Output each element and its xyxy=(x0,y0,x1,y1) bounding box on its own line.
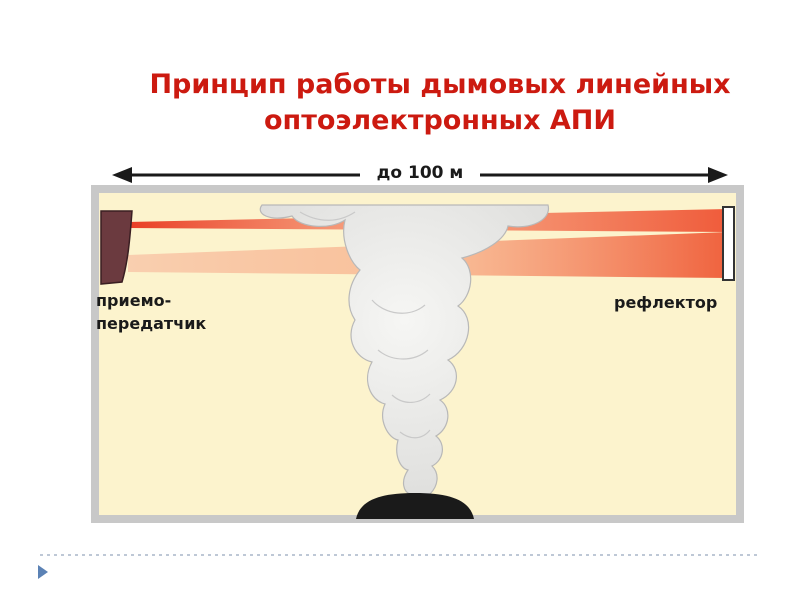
play-triangle-icon[interactable] xyxy=(38,565,48,579)
smoke-plume xyxy=(259,204,549,495)
slide-title-line-1: Принцип работы дымовых линейных xyxy=(149,69,731,100)
distance-label: до 100 м xyxy=(360,162,480,184)
fire-source xyxy=(356,493,474,519)
slide-title-line-2: оптоэлектронных АПИ xyxy=(264,105,616,136)
transceiver-device xyxy=(100,210,133,285)
reflector-label: рефлектор xyxy=(614,293,718,312)
transceiver-label-line-2: передатчик xyxy=(96,314,207,333)
transceiver-label-line-1: приемо- xyxy=(96,291,172,310)
reflector-device xyxy=(722,206,735,281)
